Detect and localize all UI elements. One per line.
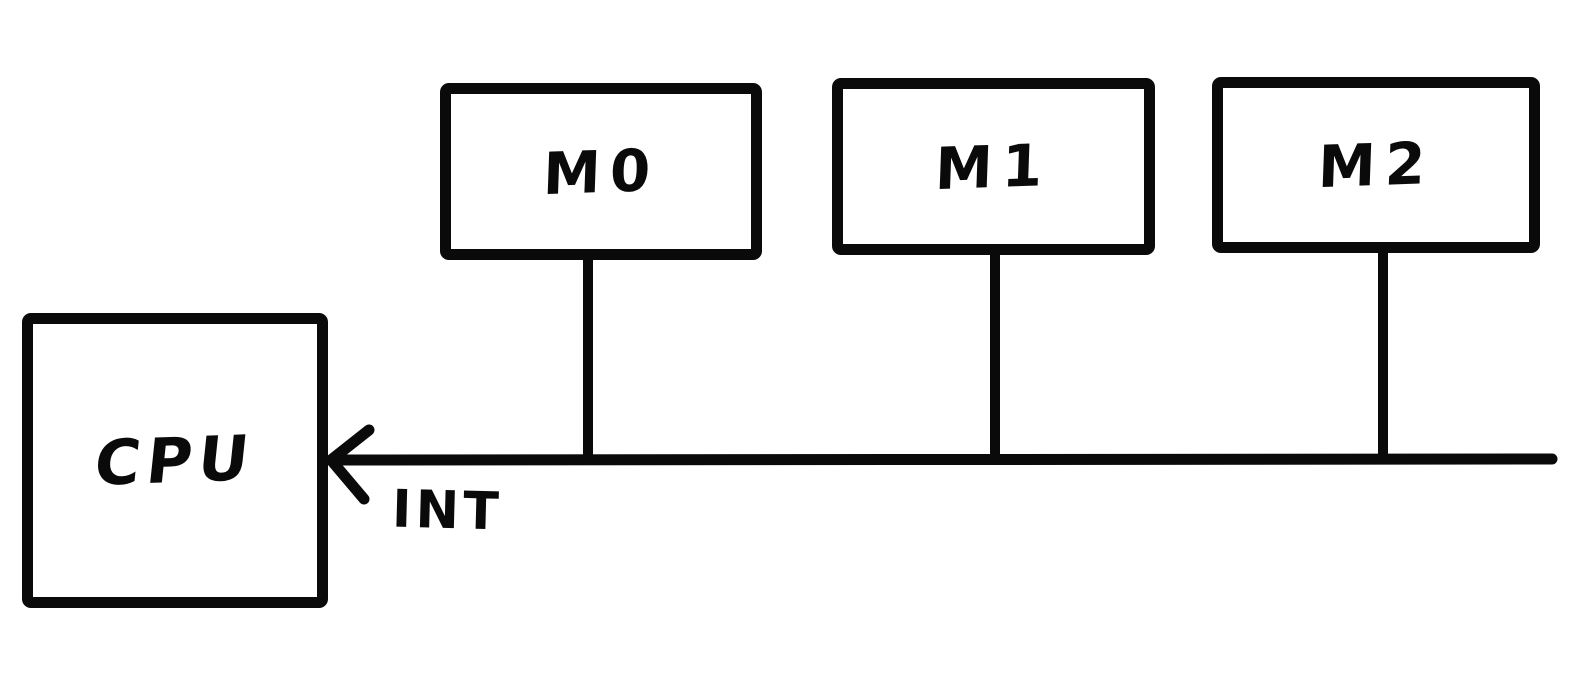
module-node-m1: M1 — [832, 78, 1155, 255]
module-node-m2: M2 — [1212, 77, 1540, 253]
int-signal-label: INT — [391, 479, 504, 543]
cpu-label: CPU — [91, 421, 259, 500]
module-node-m0: M0 — [440, 83, 762, 260]
cpu-node: CPU — [22, 313, 328, 608]
module-m0-label: M0 — [541, 135, 661, 208]
interrupt-arrowhead — [325, 424, 375, 505]
bus-line — [328, 453, 1558, 466]
module-m2-label: M2 — [1316, 128, 1436, 202]
module-m1-label: M1 — [934, 130, 1053, 203]
